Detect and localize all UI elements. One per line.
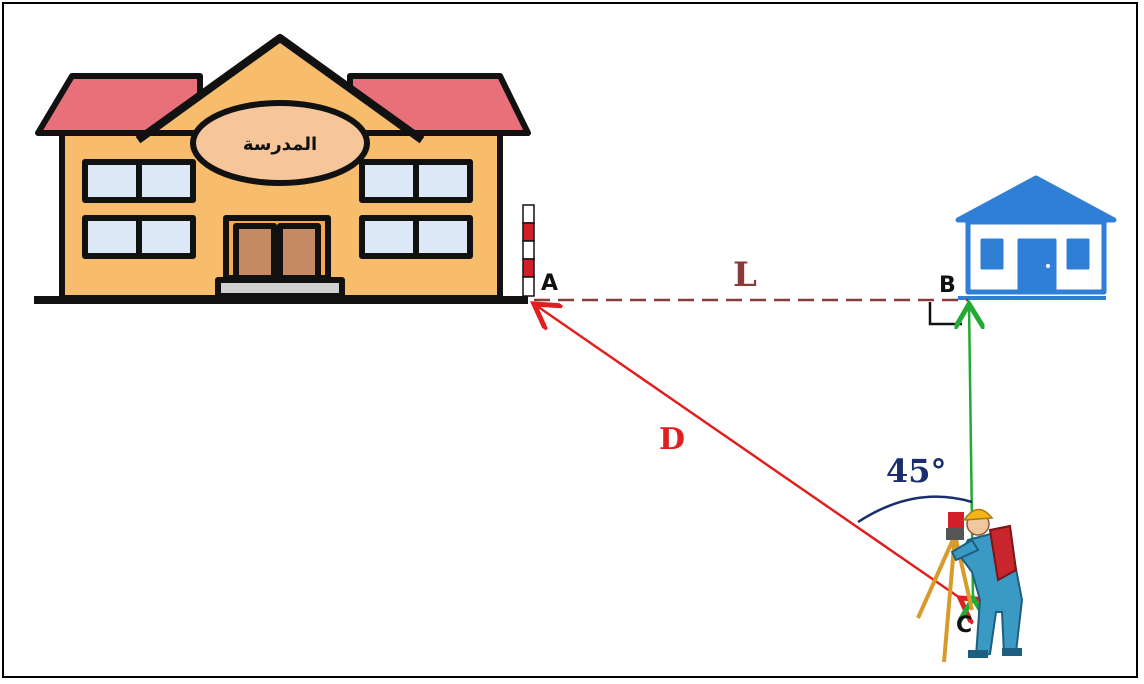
segment-l-label: L [733,255,757,295]
survey-pole-icon [522,204,535,297]
point-c-label: C [956,613,972,638]
angle-value-label: 45° [886,452,947,490]
angle-arc [857,495,973,524]
segment-d-label: D [659,422,685,457]
segment-d-arrow [534,304,960,598]
house-icon [955,175,1117,300]
school-building-icon [34,34,531,304]
school-name-label: المدرسة [243,134,317,155]
point-a-label: A [541,271,558,296]
surveyor-with-theodolite-icon [916,508,1024,663]
right-angle-marker [928,302,962,326]
point-b-label: B [939,273,956,298]
